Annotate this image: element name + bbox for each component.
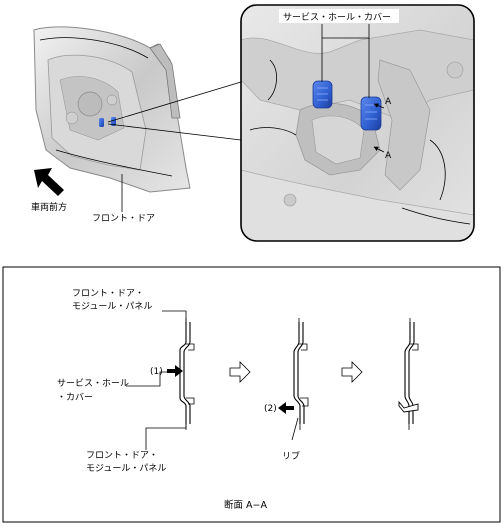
section-arrow-upper (373, 103, 385, 109)
section-caption: 断面 A−A (224, 499, 267, 511)
next-step-arrow-1-icon (229, 361, 251, 383)
vehicle-front-arrow-icon (34, 168, 64, 196)
section-stage-2 (293, 318, 309, 430)
service-hole-cover-left (312, 80, 333, 109)
section-marker-upper: A (385, 97, 392, 107)
front-door-label: フロント・ドア (92, 214, 155, 224)
front-door-illustration (33, 26, 191, 193)
module-panel-lower-line1: フロント・ドア・ (86, 451, 158, 461)
section-panel-frame (2, 266, 501, 523)
zoom-callout-lines (107, 81, 242, 141)
service-hole-cover-right (360, 96, 382, 131)
cover-label-line2: ・カバー (57, 392, 93, 403)
rib-label: リブ (282, 450, 300, 462)
pull-arrow-2-icon (278, 402, 294, 414)
section-marker-lower: A (385, 151, 392, 161)
service-hole-cover-small-left (99, 118, 104, 127)
inset-frame (240, 4, 475, 242)
section-stage-3 (398, 318, 419, 430)
module-panel-upper-line1: フロント・ドア・ (72, 289, 144, 299)
inset-detail-view (240, 4, 475, 242)
cover-label-line1: サービス・ホール (57, 378, 129, 389)
push-arrow-1-icon (167, 365, 183, 377)
service-hole-cover-label: サービス・ホール・カバー (283, 12, 391, 23)
cover-label-leaders (321, 24, 370, 98)
service-hole-cover-small-right (111, 117, 116, 126)
step1-label: (1) (150, 367, 163, 377)
step2-label: (2) (264, 404, 277, 414)
module-panel-lower-line2: モジュール・パネル (86, 463, 166, 474)
cover-label-backdrop (279, 9, 399, 23)
next-step-arrow-2-icon (341, 361, 363, 383)
section-arrow-lower (373, 146, 385, 153)
section-stage-1 (179, 318, 195, 430)
vehicle-front-label: 車両前方 (31, 201, 67, 213)
rib-leader (291, 417, 299, 441)
module-panel-upper-line2: モジュール・パネル (72, 301, 152, 312)
